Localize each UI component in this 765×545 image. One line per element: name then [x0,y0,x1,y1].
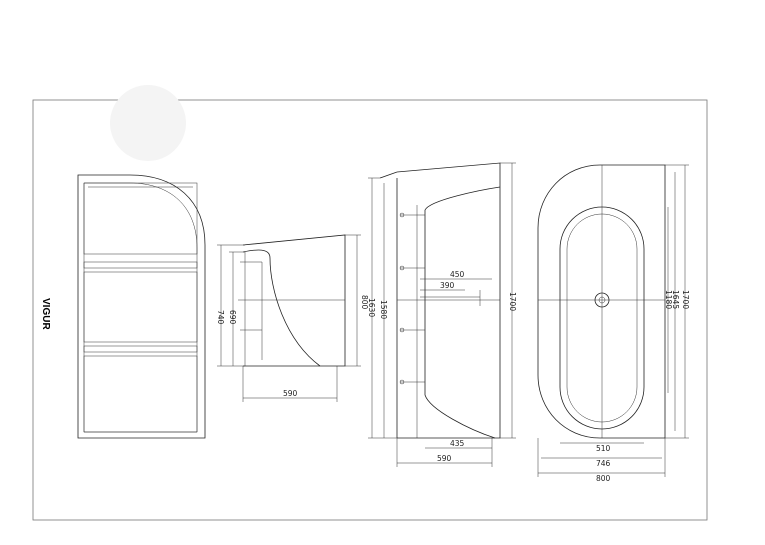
dim-1180: 1180 [664,290,673,309]
side-profile-view [217,234,361,402]
dim-1580: 1580 [379,300,388,319]
dim-800-side: 800 [360,295,369,310]
front-section-view [368,162,516,467]
dim-450: 450 [450,270,465,279]
dim-435: 435 [450,439,465,448]
back-panel-view [77,174,206,439]
dim-1645: 1645 [671,290,680,309]
dim-800-plan: 800 [596,474,611,483]
dim-690: 690 [228,310,237,325]
dim-1630: 1630 [367,298,376,317]
dim-1700-front: 1700 [508,292,517,311]
dim-590-front: 590 [437,454,452,463]
brand-label: VIGUR [40,298,51,330]
sheet-frame [32,99,708,521]
dim-590-side: 590 [283,389,298,398]
plan-view [537,164,689,477]
dim-510: 510 [596,444,611,453]
dim-1700-plan: 1700 [681,290,690,309]
dim-746: 746 [596,459,611,468]
watermark-mark [110,85,186,161]
dim-740: 740 [216,310,225,325]
dim-390: 390 [440,281,455,290]
